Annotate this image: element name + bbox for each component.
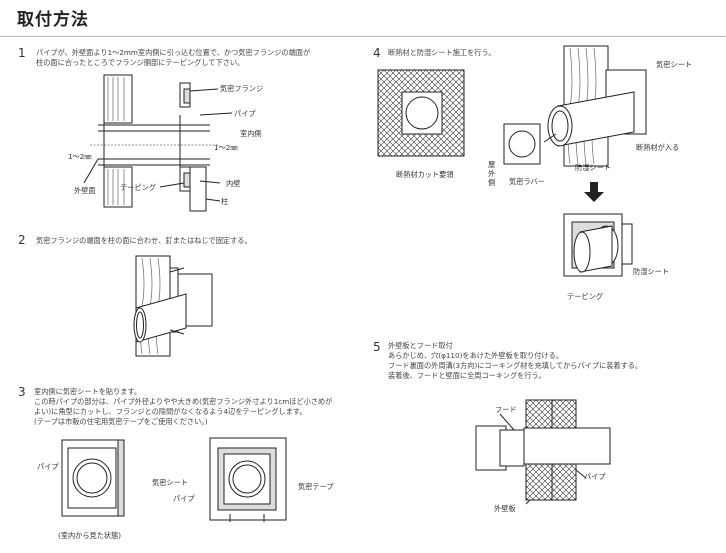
step-2-number: 2	[18, 233, 26, 247]
step-5-label-pipe: パイプ	[584, 472, 606, 481]
step-4-label-vapor: 防湿シート	[575, 163, 611, 172]
step-3-label-pipe-left: パイプ	[37, 462, 59, 471]
step-5-label-wall-board: 外壁板	[494, 504, 516, 513]
step-3-label-pipe-right: パイプ	[173, 494, 195, 503]
title-divider	[0, 36, 726, 37]
step-4-label-sheet: 気密シート	[656, 60, 692, 69]
step-4-text: 断熱材と防湿シート施工を行う。	[388, 48, 496, 57]
step-2-text: 気密フランジの端面を柱の面に合わせ、釘またはねじで固定する。	[36, 236, 252, 245]
step-2-diagram	[133, 255, 213, 357]
step-5-diagram	[475, 399, 611, 505]
step-3-label-tape: 気密テープ	[298, 482, 334, 491]
step-4-label-vapor-2: 防湿シート	[633, 267, 669, 276]
step-4-label-taping: テーピング	[567, 292, 603, 301]
step-1-label-inner-wall: 内壁	[226, 179, 241, 188]
step-5-text-line-2: あらかじめ、穴(φ110)をあけた外壁板を取り付ける。	[388, 351, 564, 360]
step-1-label-taping: テーピング	[120, 183, 156, 192]
step-3-caption: (室内から見た状態)	[58, 531, 122, 540]
step-1-label-pipe: パイプ	[234, 109, 256, 118]
step-4-label-cut: 断熱材カット要領	[396, 170, 454, 179]
step-1-text-line-2: 柱の面に合ったところでフランジ胴部にテーピングして下さい。	[36, 58, 245, 67]
step-3-label-sheet: 気密シート	[152, 478, 188, 487]
step-3-text-line-3: よい)に角型にカットし、フランジとの隙間がなくなるよう4辺をテーピングします。	[34, 407, 307, 416]
step-3-text-line-4: (テープは市販の住宅用気密テープをご使用ください。)	[34, 417, 208, 426]
step-4-number: 4	[373, 46, 381, 60]
step-5-number: 5	[373, 340, 381, 354]
step-3-diagram-left	[61, 439, 125, 517]
step-1-label-pillar: 柱	[221, 197, 229, 206]
step-1-label-gap-left: 1～2㎜	[68, 152, 92, 161]
step-1-text-line-1: パイプが、外壁面より1～2mm室内側に引っ込む位置で、かつ気密フランジの端面が	[36, 48, 311, 57]
step-4-diagram-main	[503, 45, 647, 277]
step-4-label-rubber: 気密ラバー	[509, 177, 545, 186]
step-1-number: 1	[18, 46, 26, 60]
step-4-label-insulation: 断熱材が入る	[636, 143, 680, 152]
step-1-label-gap-right: 1～2㎜	[214, 143, 238, 152]
step-5-text-line-3: フード裏面の外周溝(3方向)にコーキング材を充填してからパイプに装着する。	[388, 361, 643, 370]
page-title: 取付方法	[17, 10, 89, 30]
step-3-text-line-2: この時パイプの部分は、パイプ外径よりやや大きめ(気密フランジ外寸より1cmほど小…	[34, 397, 333, 406]
step-5-text-line-1: 外壁板とフード取付	[388, 341, 453, 350]
step-5-label-hood: フード	[495, 405, 517, 414]
step-3-diagram-right	[209, 437, 287, 522]
step-1-diagram	[83, 74, 233, 212]
step-1-label-indoor: 室内側	[240, 129, 262, 138]
step-5-text-line-4: 装着後、フードと壁面に全周コーキングを行う。	[388, 371, 546, 380]
step-1-label-exterior-wall: 外壁面	[74, 186, 96, 195]
step-1-label-flange: 気密フランジ	[220, 84, 264, 93]
step-3-number: 3	[18, 385, 26, 399]
step-3-text-line-1: 室内側に気密シートを貼ります。	[34, 387, 142, 396]
step-4-label-exterior: 屋外側	[488, 160, 496, 187]
step-4-diagram-cut	[377, 69, 465, 157]
